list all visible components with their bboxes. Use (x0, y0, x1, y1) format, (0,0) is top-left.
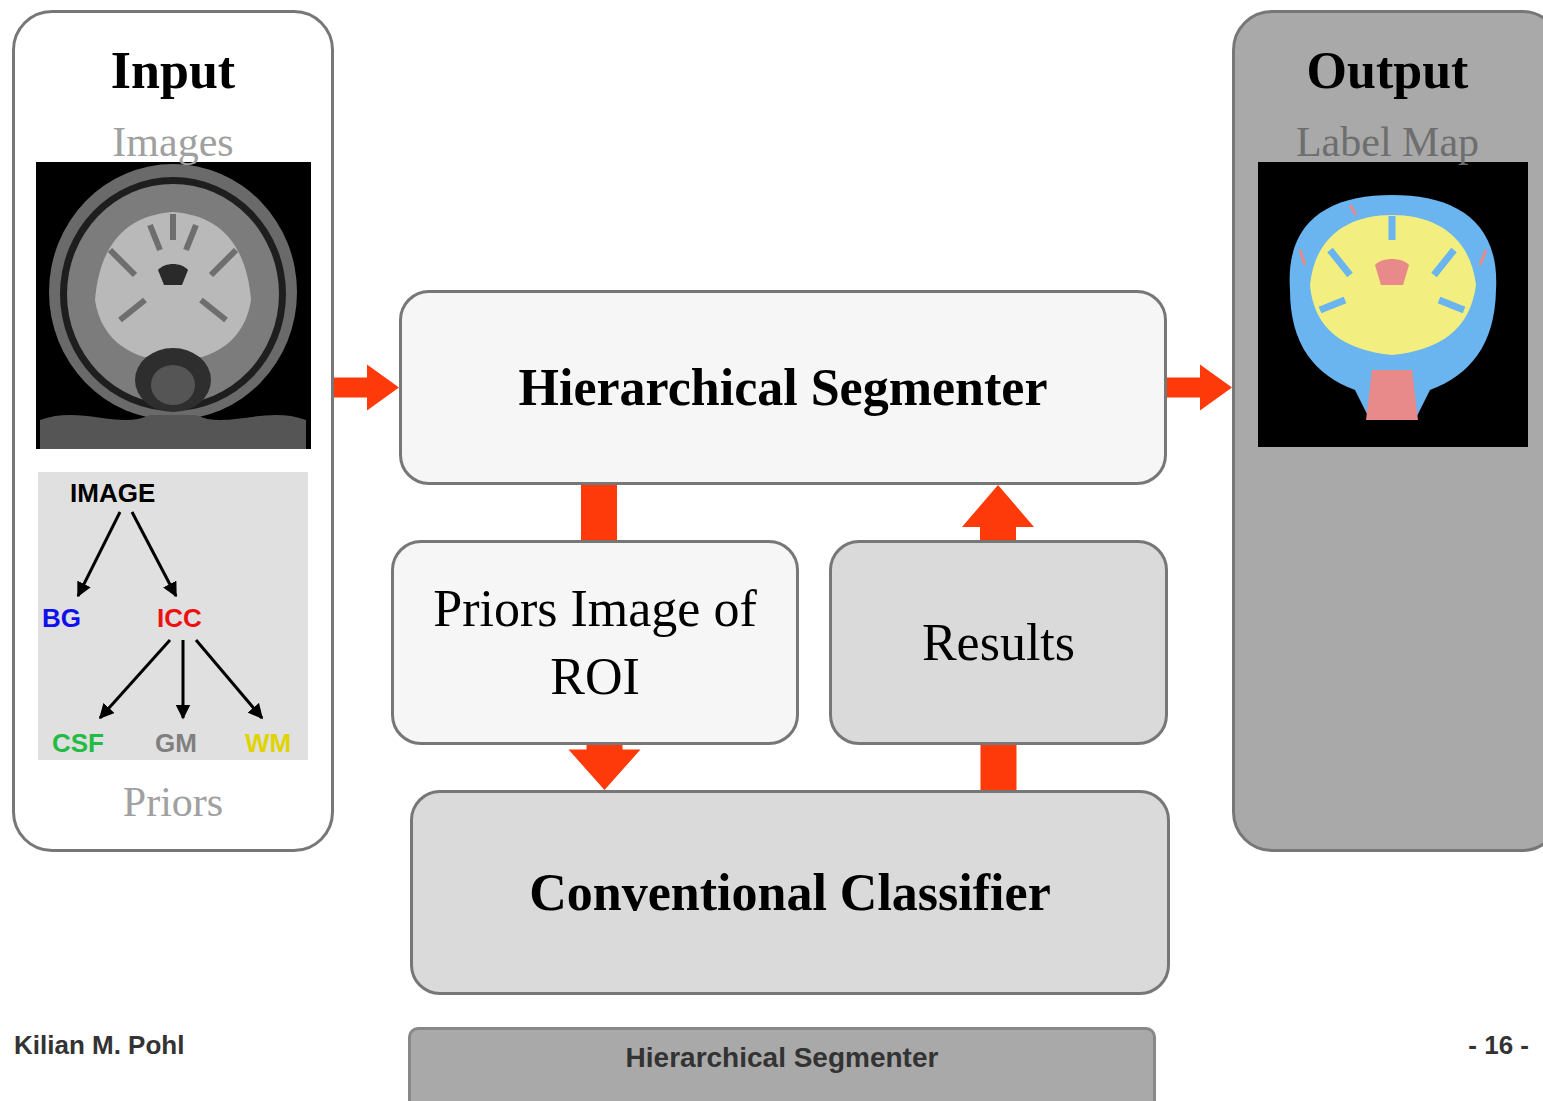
panel-heading: Input (15, 41, 331, 101)
tree-label: GM (155, 728, 197, 759)
panel-subheading: Label Map (1235, 118, 1540, 166)
tree-arrows (78, 512, 262, 718)
tree-label: ICC (157, 603, 202, 634)
panel-subheading: Images (15, 118, 331, 166)
process-box: Conventional Classifier (410, 790, 1170, 995)
tree-label: IMAGE (70, 478, 155, 509)
box-text: Results (922, 609, 1075, 677)
data-box: Results (829, 540, 1168, 745)
tree-label: WM (245, 728, 291, 759)
output-panel: OutputLabel Map (1232, 10, 1543, 852)
footer-bar: Hierarchical Segmenter (408, 1027, 1156, 1101)
flow-arrow (569, 745, 641, 790)
panel-heading: Output (1235, 41, 1540, 101)
tree-panel (38, 472, 308, 760)
tree-label: BG (42, 603, 81, 634)
box-text: Priors Image of ROI (405, 575, 785, 710)
tree-label: CSF (52, 728, 104, 759)
box-text: Hierarchical Segmenter (519, 354, 1048, 422)
flow-arrow (981, 745, 1017, 790)
input-panel: InputImagesPriors (12, 10, 334, 852)
flow-arrow (962, 485, 1034, 540)
flow-arrow (1167, 365, 1232, 411)
panel-subheading: Priors (15, 778, 331, 826)
page-number: - 16 - (1468, 1030, 1529, 1061)
box-text: Hierarchical Segmenter (626, 1040, 939, 1076)
process-box: Hierarchical Segmenter (399, 290, 1167, 485)
box-text: Conventional Classifier (529, 859, 1050, 927)
flow-arrow (581, 485, 617, 540)
flow-arrow (334, 365, 399, 411)
mri-image (36, 162, 311, 449)
data-box: Priors Image of ROI (391, 540, 799, 745)
label-map-image (1258, 162, 1528, 447)
author-name: Kilian M. Pohl (14, 1030, 184, 1061)
